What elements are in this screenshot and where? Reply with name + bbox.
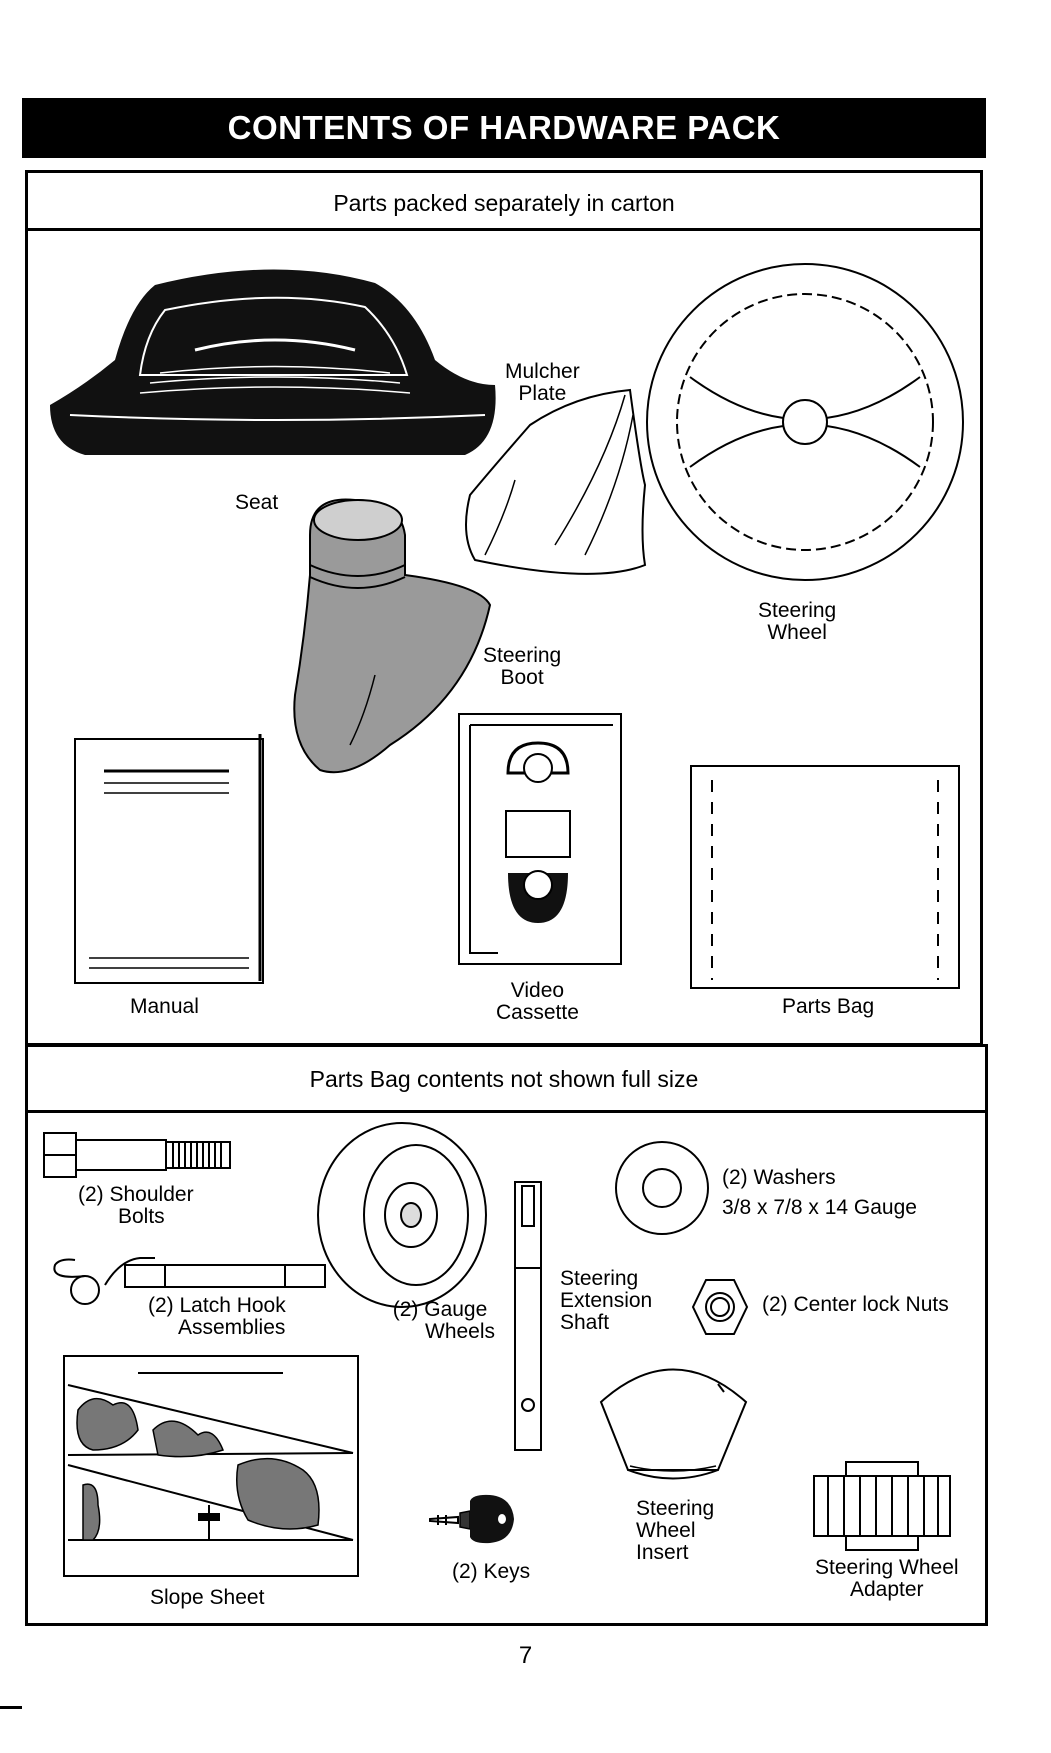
margin-dash [0, 1706, 22, 1709]
center-lock-nuts-label: (2) Center lock Nuts [762, 1293, 949, 1316]
video-cassette-illustration [458, 713, 622, 965]
extension-shaft-label: Steering Extension Shaft [560, 1267, 653, 1334]
seat-illustration [50, 269, 496, 455]
keys-label: (2) Keys [452, 1560, 531, 1583]
manual-label: Manual [130, 995, 199, 1018]
mulcher-plate-illustration [465, 388, 647, 575]
center-lock-nut-illustration [691, 1279, 749, 1335]
washer-illustration [615, 1141, 709, 1235]
mulcher-plate-label: Mulcher Plate [505, 360, 580, 405]
wheel-adapter-label: Steering Wheel Adapter [815, 1556, 959, 1601]
steering-wheel-label: Steering Wheel [758, 599, 837, 644]
shoulder-bolts-label: (2) Shoulder Bolts [78, 1183, 194, 1228]
video-cassette-label: Video Cassette [496, 979, 579, 1024]
page-title: CONTENTS OF HARDWARE PACK [227, 109, 781, 146]
gauge-wheels-label: (2) Gauge Wheels [392, 1298, 496, 1343]
steering-boot-label: Steering Boot [483, 644, 562, 689]
shoulder-bolt-illustration [43, 1132, 231, 1178]
page-title-banner: CONTENTS OF HARDWARE PACK [22, 98, 986, 158]
key-illustration [429, 1494, 514, 1544]
latch-hook-label: (2) Latch Hook Assemblies [148, 1294, 286, 1339]
bag-contents-panel [25, 1044, 988, 1626]
washers-label: (2) Washers 3/8 x 7/8 x 14 Gauge [722, 1166, 917, 1219]
page-number: 7 [518, 1642, 533, 1669]
carton-heading-divider [25, 228, 983, 231]
bag-heading-divider [25, 1110, 988, 1113]
parts-bag-label: Parts Bag [782, 995, 875, 1018]
extension-shaft-illustration [514, 1181, 542, 1451]
manual-illustration [74, 734, 264, 984]
carton-section-heading: Parts packed separately in carton [333, 190, 675, 216]
wheel-insert-label: Steering Wheel Insert [636, 1497, 715, 1564]
slope-sheet-label: Slope Sheet [150, 1586, 265, 1609]
gauge-wheel-illustration [317, 1122, 487, 1308]
latch-hook-illustration [53, 1257, 326, 1305]
steering-boot-illustration [293, 498, 492, 774]
wheel-insert-illustration [599, 1368, 748, 1480]
seat-label: Seat [235, 491, 279, 514]
parts-bag-illustration [690, 765, 960, 989]
slope-sheet-illustration [63, 1355, 359, 1577]
steering-wheel-illustration [646, 263, 964, 581]
wheel-adapter-illustration [813, 1461, 951, 1551]
bag-section-heading: Parts Bag contents not shown full size [309, 1066, 699, 1092]
